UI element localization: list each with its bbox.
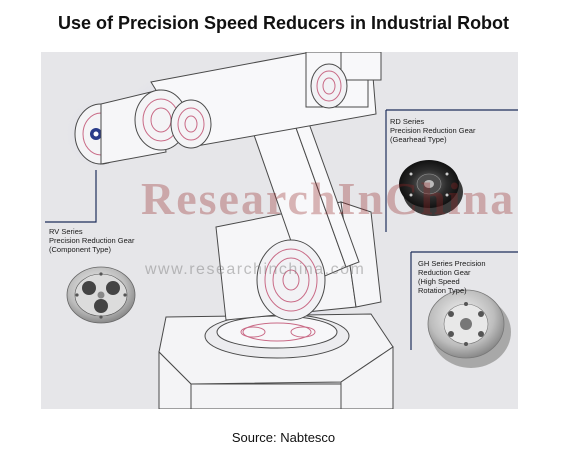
callout-lines: [45, 109, 518, 350]
gh-series-callout: GH Series Precision Reduction Gear (High…: [418, 259, 486, 295]
gh-series-name: GH Series Precision: [418, 259, 486, 268]
rd-series-line3: (Gearhead Type): [390, 135, 447, 144]
watermark-url: www.researchinchina.com: [145, 261, 366, 278]
robot-arm-illustration: [45, 52, 518, 409]
rd-series-name: RD Series: [390, 117, 425, 126]
rv-series-callout: RV Series Precision Reduction Gear (Comp…: [49, 227, 134, 254]
shoulder-joint: [256, 239, 326, 321]
gh-series-line3: (High Speed: [418, 277, 460, 286]
source-caption: Source: Nabtesco: [231, 430, 336, 445]
gh-series-line2: Reduction Gear: [418, 268, 471, 277]
rv-gear-icon: [66, 266, 136, 324]
gh-gear-icon: [427, 289, 511, 368]
rv-series-line2: Precision Reduction Gear: [49, 236, 135, 245]
wrist-assembly: [74, 89, 212, 165]
elbow-gear: [310, 63, 348, 109]
rd-series-callout: RD Series Precision Reduction Gear (Gear…: [390, 117, 475, 144]
rd-series-line2: Precision Reduction Gear: [390, 126, 476, 135]
watermark-logo: ResearchInChina: [141, 173, 516, 224]
gh-series-line4: Rotation Type): [418, 286, 467, 295]
rv-series-name: RV Series: [49, 227, 83, 236]
illustration-panel: RD Series Precision Reduction Gear (Gear…: [41, 52, 518, 409]
rd-gear-icon: [399, 160, 463, 216]
figure-title: Use of Precision Speed Reducers in Indus…: [57, 13, 510, 33]
robot-base: [158, 313, 394, 409]
rv-series-line3: (Component Type): [49, 245, 111, 254]
